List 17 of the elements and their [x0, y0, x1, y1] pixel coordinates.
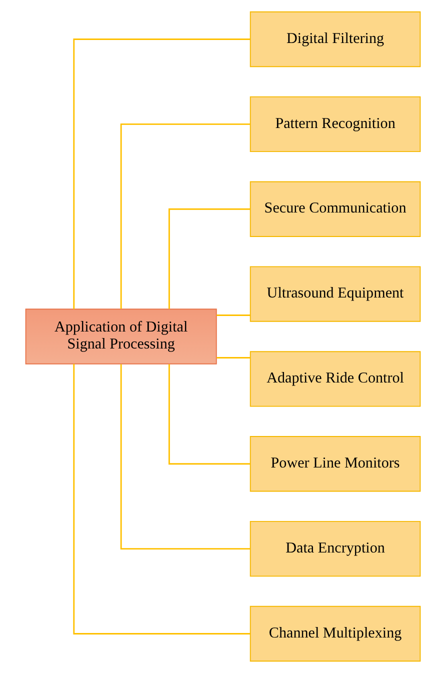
connector — [73, 364, 250, 634]
connector — [216, 357, 250, 358]
connector — [120, 123, 250, 309]
connector — [73, 38, 250, 310]
connector — [168, 208, 250, 309]
node-box: Channel Multiplexing — [250, 606, 421, 662]
node-box: Application of Digital Signal Processing — [25, 308, 217, 364]
node-box: Power Line Monitors — [250, 436, 421, 492]
node-box: Secure Communication — [250, 181, 421, 237]
connector — [216, 314, 250, 316]
node-box: Adaptive Ride Control — [250, 351, 421, 407]
node-box: Pattern Recognition — [250, 96, 421, 152]
node-box: Data Encryption — [250, 520, 421, 577]
connector — [120, 364, 250, 550]
node-box: Ultrasound Equipment — [250, 266, 421, 322]
node-box: Digital Filtering — [250, 11, 421, 68]
connector — [168, 364, 250, 465]
